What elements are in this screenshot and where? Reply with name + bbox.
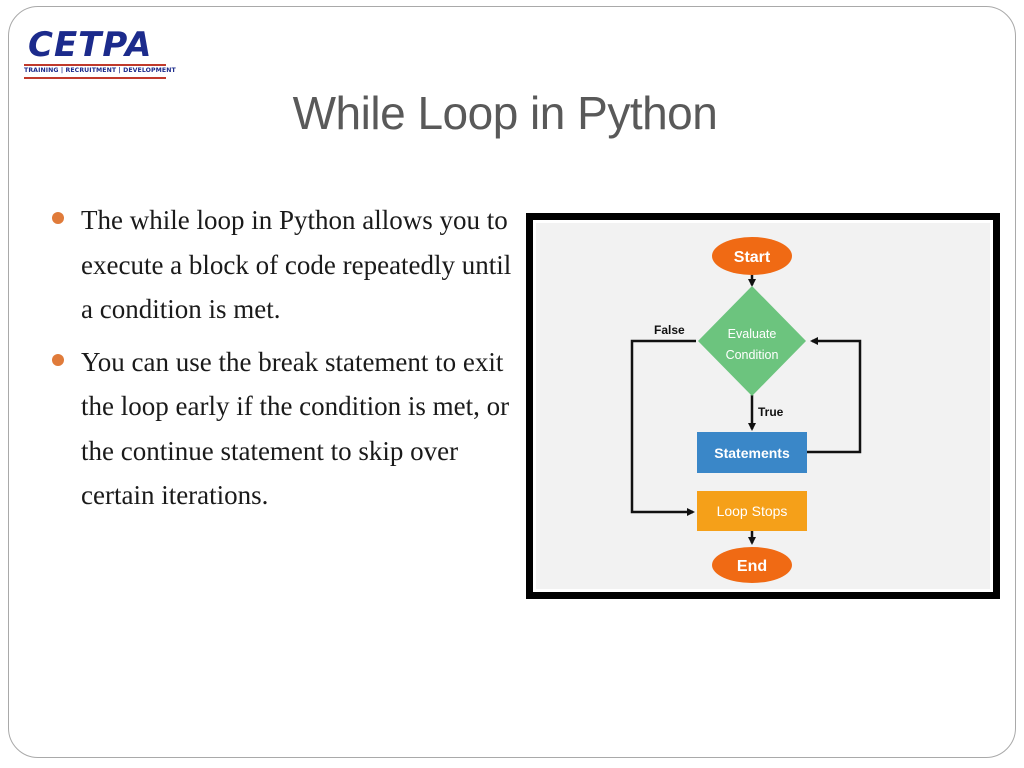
logo-rule-top <box>24 64 166 66</box>
bullet-item: The while loop in Python allows you to e… <box>48 198 518 332</box>
decision-label-line2: Condition <box>726 348 779 362</box>
logo-rule-bottom <box>24 77 166 79</box>
bullet-item: You can use the break statement to exit … <box>48 340 518 518</box>
decision-node <box>698 286 806 396</box>
statements-label: Statements <box>714 445 790 461</box>
false-label: False <box>654 323 685 337</box>
flowchart-canvas: Start Evaluate Condition Statements Loop… <box>533 220 993 592</box>
edge-decision-false <box>630 339 696 516</box>
decision-label-line1: Evaluate <box>728 327 777 341</box>
flowchart-figure: Start Evaluate Condition Statements Loop… <box>526 213 1000 599</box>
bullet-text: You can use the break statement to exit … <box>81 346 510 511</box>
start-node <box>712 237 792 275</box>
logo-tagline: TRAINING | RECRUITMENT | DEVELOPMENT <box>24 67 176 74</box>
loop-stops-node <box>697 491 807 531</box>
bullet-dot-icon <box>52 353 64 366</box>
bullet-dot-icon <box>52 212 64 224</box>
logo-name: CETPA <box>28 25 153 65</box>
end-label: End <box>737 558 767 575</box>
bullet-text: The while loop in Python allows you to e… <box>81 205 512 324</box>
flowchart-svg: Start Evaluate Condition Statements Loop… <box>630 237 862 583</box>
end-node <box>712 547 792 583</box>
edge-statements-loopback <box>806 337 862 454</box>
cetpa-logo: CETPA TRAINING | RECRUITMENT | DEVELOPME… <box>24 25 176 82</box>
loop-stops-label: Loop Stops <box>717 503 788 519</box>
statements-node <box>697 432 807 473</box>
bullet-list: The while loop in Python allows you to e… <box>48 198 518 526</box>
start-label: Start <box>734 249 771 266</box>
slide-title: While Loop in Python <box>292 87 718 139</box>
true-label: True <box>758 405 784 419</box>
